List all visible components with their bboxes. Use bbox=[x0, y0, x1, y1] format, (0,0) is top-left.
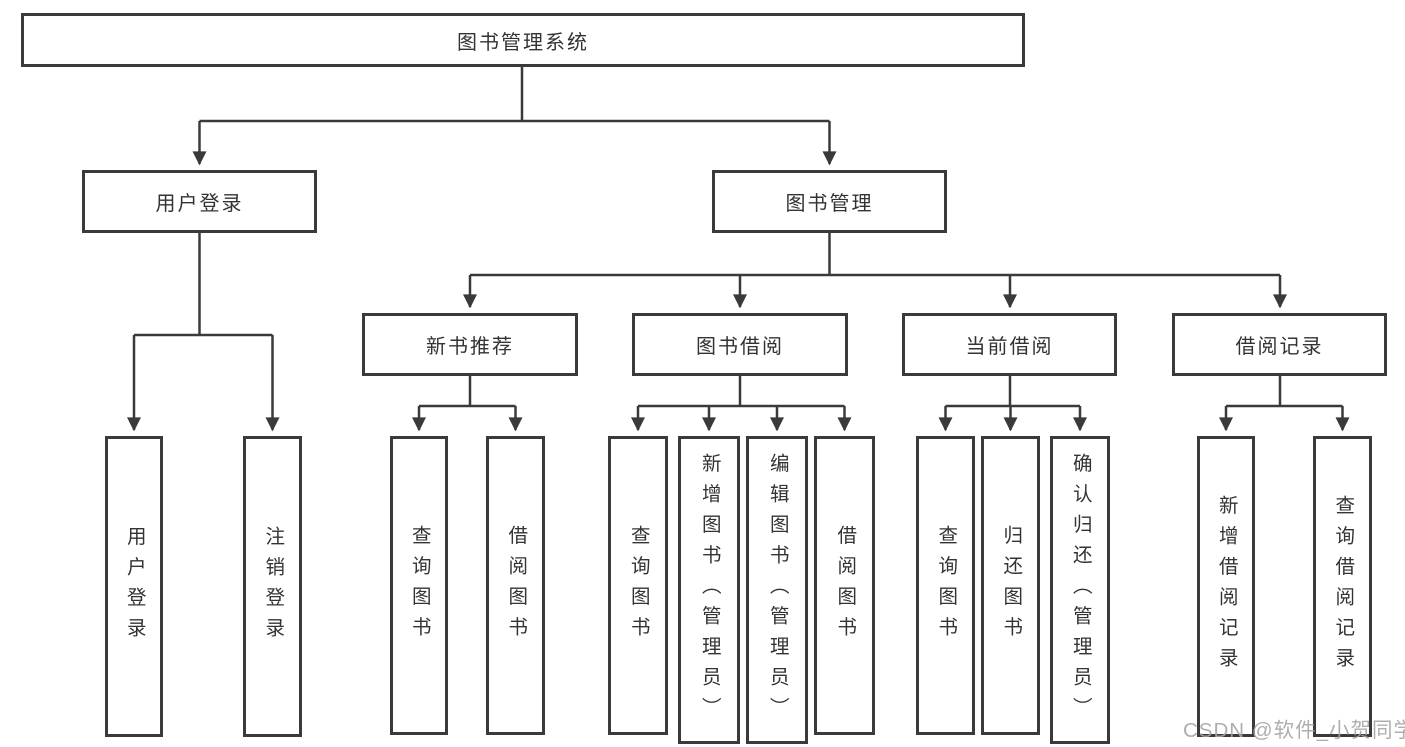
leaf-confirm-return-admin: 确认归还（管理员） bbox=[1050, 436, 1110, 744]
leaf-label: 查询图书 bbox=[627, 524, 650, 647]
node-label: 用户登录 bbox=[155, 193, 244, 215]
leaf-label: 用户登录 bbox=[123, 525, 146, 648]
connector-root-trunk bbox=[199, 67, 830, 123]
node-label: 借阅记录 bbox=[1235, 336, 1324, 358]
node-label: 图书借阅 bbox=[696, 336, 784, 358]
leaf-return-book: 归还图书 bbox=[981, 436, 1040, 735]
connector-current-borrow-trunk bbox=[945, 376, 1080, 408]
leaf-logout: 注销登录 bbox=[243, 436, 302, 737]
leaf-add-book-admin: 新增图书（管理员） bbox=[678, 436, 740, 744]
leaf-label: 查询图书 bbox=[408, 524, 431, 647]
leaf-label: 新增借阅记录 bbox=[1215, 495, 1238, 678]
connector-book-mgmt-trunk bbox=[470, 233, 1280, 277]
leaf-label: 查询借阅记录 bbox=[1331, 495, 1354, 678]
connector-user-login-trunk bbox=[134, 233, 273, 337]
node-root: 图书管理系统 bbox=[21, 13, 1025, 67]
leaf-query-book-1: 查询图书 bbox=[390, 436, 448, 735]
connector-borrow-record-trunk bbox=[1226, 376, 1343, 408]
leaf-edit-book-admin: 编辑图书（管理员） bbox=[746, 436, 808, 744]
node-label: 当前借阅 bbox=[965, 336, 1054, 358]
connector-new-book-trunk bbox=[419, 376, 516, 408]
leaf-label: 编辑图书（管理员） bbox=[766, 452, 789, 728]
connector-book-borrow-trunk bbox=[638, 376, 845, 408]
leaf-label: 确认归还（管理员） bbox=[1069, 452, 1092, 728]
leaf-label: 注销登录 bbox=[261, 525, 284, 648]
leaf-label: 归还图书 bbox=[999, 524, 1022, 647]
node-label: 图书管理系统 bbox=[457, 31, 589, 54]
node-book-management: 图书管理 bbox=[712, 170, 947, 233]
leaf-borrow-book-2: 借阅图书 bbox=[814, 436, 875, 735]
leaf-label: 新增图书（管理员） bbox=[698, 452, 721, 728]
node-label: 新书推荐 bbox=[426, 336, 514, 358]
leaf-borrow-book-1: 借阅图书 bbox=[486, 436, 545, 735]
node-current-borrow: 当前借阅 bbox=[902, 313, 1117, 376]
leaf-label: 借阅图书 bbox=[504, 524, 527, 647]
leaf-query-borrow-record: 查询借阅记录 bbox=[1313, 436, 1372, 737]
node-label: 图书管理 bbox=[785, 193, 874, 215]
node-user-login: 用户登录 bbox=[82, 170, 317, 233]
csdn-watermark: CSDN @软件_小贺同学 bbox=[1183, 719, 1405, 742]
leaf-query-book-3: 查询图书 bbox=[916, 436, 975, 735]
node-book-borrow: 图书借阅 bbox=[632, 313, 848, 376]
node-new-book-recommend: 新书推荐 bbox=[362, 313, 578, 376]
leaf-label: 查询图书 bbox=[934, 524, 957, 647]
node-borrow-record: 借阅记录 bbox=[1172, 313, 1387, 376]
leaf-add-borrow-record: 新增借阅记录 bbox=[1197, 436, 1255, 737]
leaf-user-login: 用户登录 bbox=[105, 436, 163, 737]
leaf-label: 借阅图书 bbox=[833, 524, 856, 647]
leaf-query-book-2: 查询图书 bbox=[608, 436, 668, 735]
